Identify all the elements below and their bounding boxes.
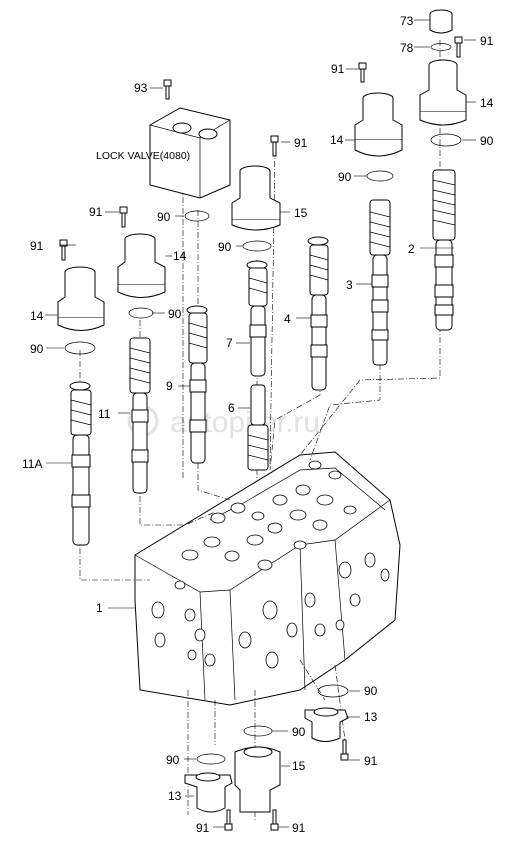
label-4: 4 [284, 312, 291, 326]
bolt-91-bottom-left [224, 809, 233, 831]
lock-valve [149, 107, 231, 199]
spool-7 [246, 260, 268, 377]
oring-90-d [242, 240, 272, 252]
label-2: 2 [408, 242, 415, 256]
label-lock-valve: LOCK VALVE(4080) [96, 150, 190, 162]
label-90-topright: 90 [480, 134, 494, 148]
label-91-top: 91 [480, 34, 494, 48]
spool-11A [69, 381, 92, 546]
label-14-c: 14 [173, 249, 187, 263]
cover-14-c [117, 233, 166, 298]
oring-90-i [196, 753, 226, 765]
label-91-c: 91 [294, 136, 308, 150]
oring-90-topright [430, 133, 462, 147]
label-14-d: 14 [30, 309, 44, 323]
label-93: 93 [134, 81, 148, 95]
oring-90-h [243, 725, 273, 737]
bolt-91-a [358, 62, 367, 83]
main-valve-body [134, 451, 401, 706]
label-9: 9 [166, 379, 173, 393]
label-90-i: 90 [166, 753, 180, 767]
cover-15-bottom [234, 746, 281, 813]
spool-9 [186, 305, 208, 464]
oring-90-c [184, 210, 210, 222]
spool-6 [247, 384, 269, 471]
label-73: 73 [400, 14, 414, 28]
cover-14-topright [419, 59, 467, 126]
label-1: 1 [96, 601, 103, 615]
label-3: 3 [346, 278, 353, 292]
label-13-right: 13 [364, 710, 378, 724]
plug-73 [429, 9, 453, 34]
label-15-top: 15 [294, 206, 308, 220]
oring-90-f [64, 341, 96, 355]
label-90-e: 90 [168, 307, 182, 321]
oring-78 [430, 43, 452, 51]
label-14-topright: 14 [480, 96, 494, 110]
bolt-91-c [270, 135, 279, 157]
cover-14-d [57, 266, 105, 331]
label-13-bottom: 13 [168, 789, 182, 803]
label-91-bottom-left: 91 [196, 821, 210, 835]
label-90-h: 90 [292, 725, 306, 739]
label-6: 6 [228, 401, 235, 415]
label-91-d: 91 [89, 205, 103, 219]
cover-13-bottom [184, 772, 233, 813]
oring-90-g [317, 684, 349, 698]
bolt-91-bottom-center [270, 809, 279, 831]
spool-11 [129, 337, 151, 494]
spool-4 [307, 236, 329, 391]
label-14-b: 14 [330, 133, 344, 147]
cover-15-top [231, 165, 281, 231]
leader-lines [45, 19, 476, 828]
bolt-91-top [454, 36, 463, 58]
label-78: 78 [400, 41, 414, 55]
label-90-d: 90 [218, 240, 232, 254]
label-91-e: 91 [30, 239, 44, 253]
bolt-91-d [119, 206, 128, 228]
label-11: 11 [98, 407, 111, 421]
label-15-bottom: 15 [292, 759, 306, 773]
label-90-c: 90 [157, 210, 171, 224]
oring-90-b [366, 170, 394, 182]
bolt-93 [163, 79, 172, 100]
part-labels: 73 78 91 14 90 2 91 14 90 3 93 LOCK VALV… [22, 14, 494, 835]
label-90-f: 90 [30, 342, 44, 356]
label-90-g: 90 [364, 684, 378, 698]
bolt-91-e [59, 239, 68, 261]
label-91-a: 91 [331, 62, 345, 76]
label-7: 7 [226, 336, 233, 350]
label-91-bottom-center: 91 [292, 821, 306, 835]
label-11A: 11A [22, 457, 42, 471]
spool-3 [369, 199, 391, 366]
cover-14-b [354, 92, 403, 157]
label-91-right: 91 [364, 754, 378, 768]
label-90-b: 90 [338, 170, 352, 184]
cover-13-right [304, 707, 349, 742]
bolt-91-right [340, 739, 349, 761]
spool-2 [432, 169, 456, 331]
oring-90-e [128, 307, 154, 319]
